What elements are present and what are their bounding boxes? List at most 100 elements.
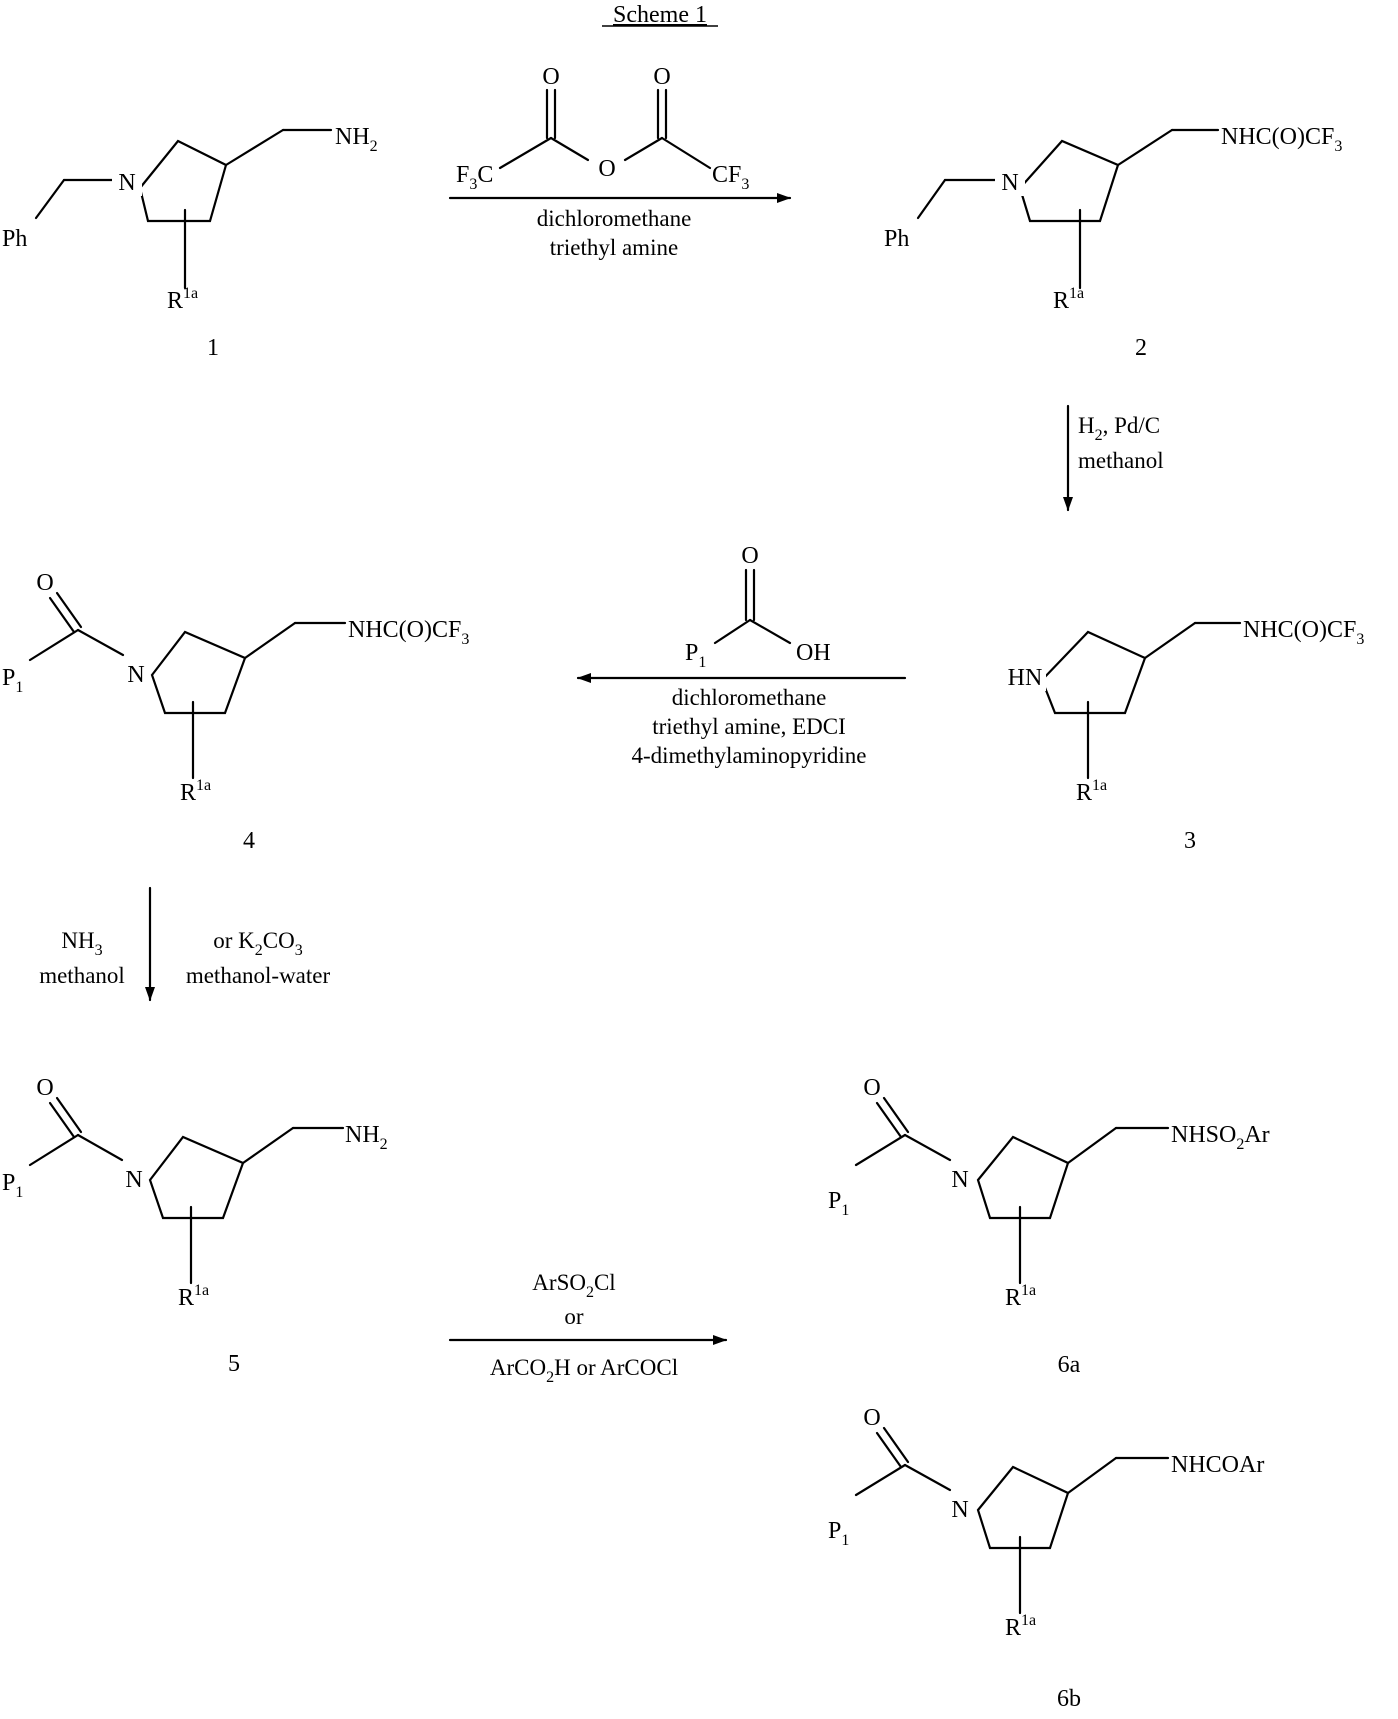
oxygen-label: O bbox=[863, 1405, 880, 1431]
compound-6b: N O P1 R1a NHCOAr 6b bbox=[828, 1405, 1264, 1712]
carbonyl-bond bbox=[877, 1433, 901, 1467]
p1-label: P1 bbox=[828, 1518, 849, 1549]
pyrrolidine-ring bbox=[978, 1137, 1068, 1218]
nitrogen-label: N bbox=[951, 1167, 968, 1193]
r-label: R1a bbox=[1076, 777, 1107, 806]
r-label: R1a bbox=[167, 285, 198, 314]
oxygen-label: O bbox=[653, 64, 670, 90]
bond bbox=[750, 620, 790, 643]
sidechain-label: NH2 bbox=[345, 1122, 388, 1153]
ch2-bond bbox=[1145, 623, 1195, 658]
p1-bond bbox=[856, 1465, 905, 1495]
compound-number: 4 bbox=[243, 828, 255, 854]
phenyl-label: Ph bbox=[2, 226, 27, 252]
compound-6a: N O P1 R1a NHSO2Ar 6a bbox=[828, 1075, 1270, 1378]
compound-number: 3 bbox=[1184, 828, 1196, 854]
p1-bond bbox=[30, 630, 78, 660]
p1-bond bbox=[856, 1135, 905, 1165]
pyrrolidine-ring bbox=[150, 1137, 243, 1218]
ch2-bond bbox=[1068, 1128, 1116, 1163]
step4-left-solvent: methanol bbox=[39, 963, 125, 988]
step1-base: triethyl amine bbox=[550, 235, 678, 260]
compound-2: N Ph R1a NHC(O)CF3 2 bbox=[884, 124, 1342, 361]
oxygen-label: O bbox=[863, 1075, 880, 1101]
r-letter: R bbox=[167, 288, 183, 314]
oxygen-label: O bbox=[741, 543, 758, 569]
r-superscript: 1a bbox=[183, 285, 198, 302]
step3-solvent: dichloromethane bbox=[672, 685, 827, 710]
oxygen-label: O bbox=[542, 64, 559, 90]
step5-or: or bbox=[564, 1304, 584, 1329]
carbonyl-bond bbox=[877, 1103, 901, 1137]
carbonyl-bond bbox=[57, 1098, 81, 1132]
carbonyl-bond bbox=[50, 1103, 74, 1137]
compound-number: 2 bbox=[1135, 335, 1147, 361]
sidechain-label: NHSO2Ar bbox=[1171, 1122, 1270, 1153]
compound-number: 1 bbox=[207, 335, 219, 361]
bond bbox=[625, 138, 662, 160]
cf3-left-label: F3C bbox=[456, 162, 493, 193]
oxygen-label: O bbox=[36, 570, 53, 596]
sidechain-label: NHCOAr bbox=[1171, 1452, 1264, 1478]
nitrogen-label: N bbox=[1001, 170, 1018, 196]
sidechain-label: NHC(O)CF3 bbox=[1243, 617, 1364, 648]
bond bbox=[715, 620, 750, 643]
sidechain-subscript: 2 bbox=[370, 138, 378, 155]
hydroxyl-label: OH bbox=[796, 640, 831, 666]
anhydride-reagent: O O O F3C CF3 bbox=[456, 64, 749, 193]
carbonyl-bond bbox=[884, 1428, 908, 1462]
p1-label: P1 bbox=[828, 1188, 849, 1219]
ch2-bond bbox=[1068, 1458, 1116, 1493]
compound-4: N O P1 R1a NHC(O)CF3 4 bbox=[2, 570, 469, 854]
cf3-right-label: CF3 bbox=[712, 162, 749, 193]
step2-solvent: methanol bbox=[1078, 448, 1164, 473]
pyrrolidine-ring bbox=[140, 141, 226, 221]
carbonyl-bond bbox=[884, 1098, 908, 1132]
compound-1: N Ph R1a NH2 1 bbox=[2, 124, 378, 361]
sidechain-label: NH2 bbox=[335, 124, 378, 155]
bond bbox=[551, 138, 588, 160]
carbonyl-bond bbox=[50, 598, 74, 632]
nitrogen-label: N bbox=[951, 1497, 968, 1523]
pyrrolidine-ring bbox=[1042, 632, 1145, 713]
phenyl-bond bbox=[918, 180, 945, 218]
ch2-bond bbox=[226, 130, 283, 165]
bond bbox=[500, 138, 551, 168]
pyrrolidine-ring bbox=[152, 632, 245, 713]
ch2-bond bbox=[1118, 130, 1172, 165]
compound-5: N O P1 R1a NH2 5 bbox=[2, 1075, 388, 1377]
acyl-bond bbox=[78, 630, 123, 655]
oxygen-label: O bbox=[36, 1075, 53, 1101]
bridge-oxygen-label: O bbox=[598, 156, 615, 182]
scheme-title: Scheme 1 bbox=[613, 2, 707, 28]
bond bbox=[662, 138, 710, 168]
nitrogen-label: N bbox=[118, 170, 135, 196]
r-label: R1a bbox=[1005, 1612, 1036, 1641]
sidechain-text: NH bbox=[335, 124, 370, 150]
acyl-bond bbox=[905, 1135, 950, 1160]
pyrrolidine-ring bbox=[1020, 141, 1118, 221]
p1-label: P1 bbox=[2, 1170, 23, 1201]
r-label: R1a bbox=[1053, 285, 1084, 314]
carbonyl-bond bbox=[57, 593, 81, 627]
r-label: R1a bbox=[178, 1282, 209, 1311]
ch2-bond bbox=[243, 1128, 293, 1163]
nitrogen-label: N bbox=[127, 662, 144, 688]
step3-reagents: triethyl amine, EDCI bbox=[652, 714, 846, 739]
step5-reagent-b: ArCO2H or ArCOCl bbox=[490, 1355, 678, 1386]
p1-label: P1 bbox=[685, 640, 706, 671]
p1-bond bbox=[30, 1135, 78, 1165]
acyl-bond bbox=[78, 1135, 122, 1160]
step3-catalyst: 4-dimethylaminopyridine bbox=[631, 743, 866, 768]
compound-number: 5 bbox=[228, 1351, 240, 1377]
pyrrolidine-ring bbox=[978, 1467, 1068, 1548]
sidechain-label: NHC(O)CF3 bbox=[1221, 124, 1342, 155]
phenyl-bond bbox=[36, 180, 64, 218]
nitrogen-label: N bbox=[125, 1167, 142, 1193]
compound-number: 6a bbox=[1058, 1352, 1081, 1378]
step2-reagent: H2, Pd/C bbox=[1078, 413, 1160, 444]
compound-3: HN R1a NHC(O)CF3 3 bbox=[1000, 617, 1364, 854]
step4-right-reagent: or K2CO3 bbox=[213, 928, 302, 959]
step5-reagent-a: ArSO2Cl bbox=[532, 1270, 615, 1301]
ch2-bond bbox=[245, 623, 295, 658]
